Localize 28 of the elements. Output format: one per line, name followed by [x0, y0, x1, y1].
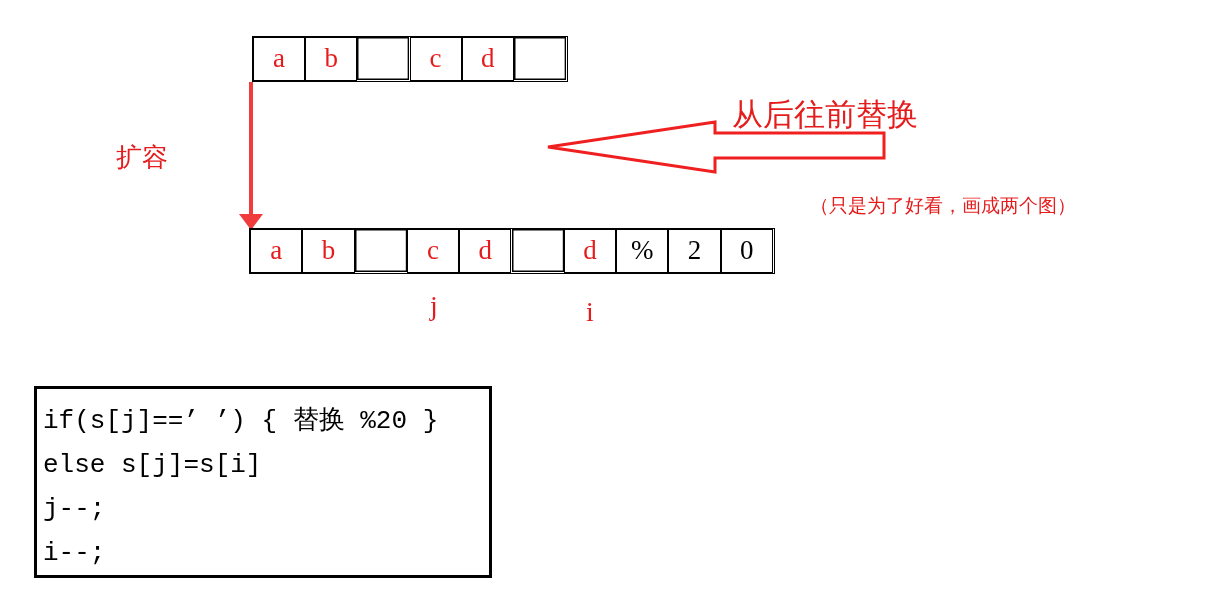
empty-array-cell: [513, 37, 566, 81]
empty-array-cell: [354, 229, 407, 273]
array-cell: c: [406, 229, 460, 273]
empty-array-cell: [357, 37, 410, 81]
array-cell: d: [563, 229, 617, 273]
pointer-label: i: [586, 296, 594, 328]
array-cell: a: [250, 229, 303, 273]
array-cell: b: [302, 229, 355, 273]
code-line: if(s[j]==’ ’) { 替换 %20 }: [43, 405, 439, 437]
array-cell: a: [253, 37, 306, 81]
pointer-label: j: [430, 290, 438, 322]
code-line: j--;: [43, 493, 106, 525]
array-bar: [249, 228, 775, 274]
array-cell: c: [409, 37, 462, 81]
array-cell: d: [459, 229, 512, 273]
code-box: [34, 386, 492, 578]
arrow: [239, 82, 263, 230]
empty-array-cell: [511, 229, 564, 273]
code-line: i--;: [43, 537, 106, 569]
array-cell: %: [616, 229, 669, 273]
note-text: （只是为了好看，画成两个图）: [810, 194, 1076, 218]
array-cell: b: [305, 37, 358, 81]
array-cell: d: [461, 37, 514, 81]
array-bar: [252, 36, 568, 82]
code-line: else s[j]=s[i]: [43, 449, 262, 481]
array-cell: 2: [668, 229, 721, 273]
arrow-caption: 从后往前替换: [732, 96, 918, 134]
array-cell: 0: [720, 229, 773, 273]
